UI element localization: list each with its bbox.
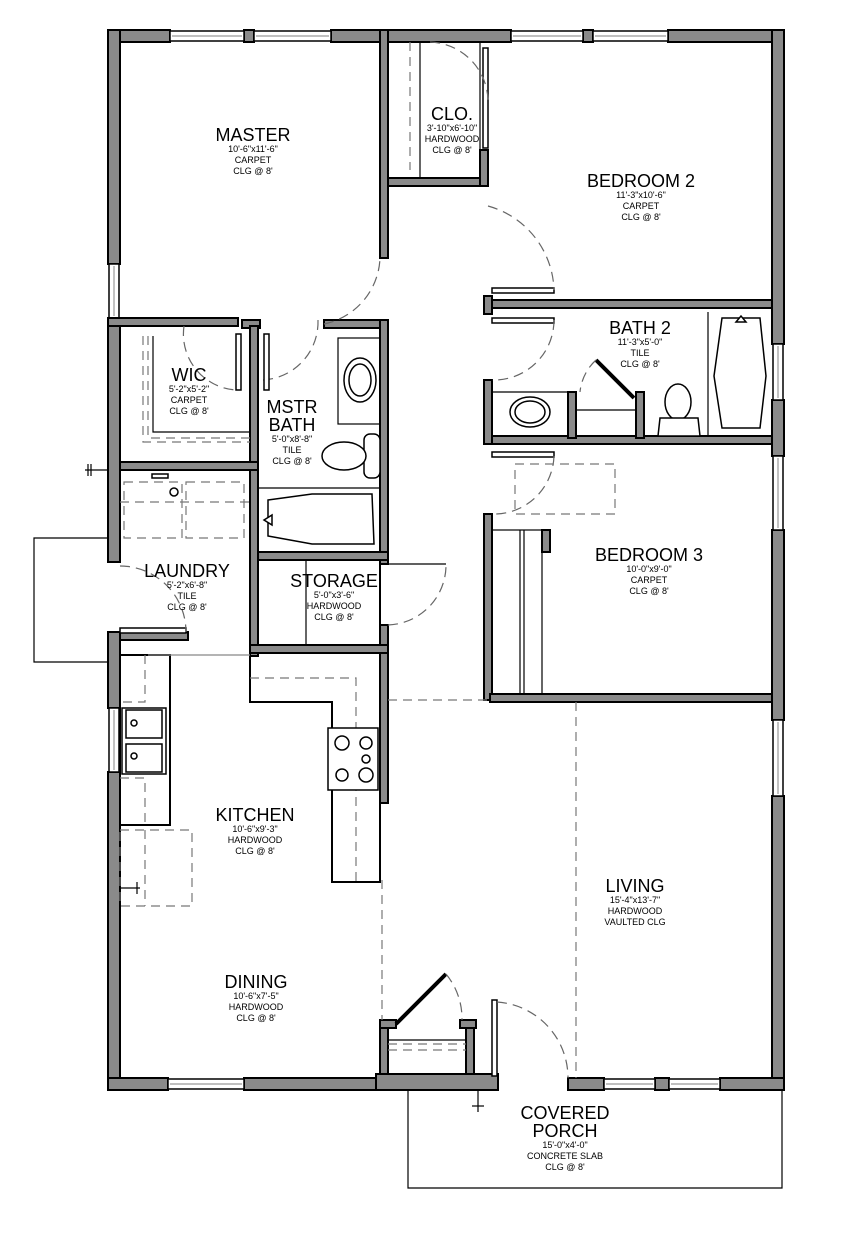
room-dimensions: 3'-10"x6'-10": [426, 123, 478, 133]
room-ceiling: CLG @ 8': [167, 602, 207, 612]
room-finish: HARDWOOD: [227, 835, 283, 845]
room-name: BEDROOM 2: [586, 171, 696, 191]
interior-walls: [107, 29, 773, 1091]
room-name-line1: MSTR: [266, 397, 318, 417]
room-finish: CARPET: [630, 575, 668, 585]
room-dimensions: 11'-3"x5'-0": [617, 337, 663, 347]
closet-interior: [409, 41, 481, 179]
room-ceiling: VAULTED CLG: [604, 917, 666, 927]
doors: [119, 41, 636, 1079]
room-name: MASTER: [215, 125, 291, 145]
room-label-living: LIVING 15'-4"x13'-7" HARDWOOD VAULTED CL…: [604, 877, 665, 928]
room-ceiling: CLG @ 8': [314, 612, 354, 622]
room-label-bedroom3: BEDROOM 3 10'-0"x9'-0" CARPET CLG @ 8': [595, 546, 703, 597]
room-ceiling: CLG @ 8': [432, 145, 472, 155]
kitchen-cabinets: [119, 652, 381, 907]
room-dimensions: 11'-3"x10'-6": [616, 190, 666, 200]
windows: [108, 30, 784, 1090]
room-label-master: MASTER 10'-6"x11'-6" CARPET CLG @ 8': [215, 126, 290, 177]
room-name-line2: PORCH: [532, 1121, 598, 1141]
room-name: BATH 2: [609, 318, 671, 338]
laundry-exterior-outline: [33, 537, 108, 663]
laundry-appliances: [85, 464, 250, 539]
room-ceiling: CLG @ 8': [233, 166, 273, 176]
room-label-laundry: LAUNDRY 5'-2"x6'-8" TILE CLG @ 8': [144, 562, 230, 613]
exterior-walls: [107, 29, 785, 1091]
room-dimensions: 5'-0"x8'-8": [271, 434, 313, 444]
room-finish: CARPET: [234, 155, 272, 165]
room-label-dining: DINING 10'-6"x7'-5" HARDWOOD CLG @ 8': [225, 973, 288, 1024]
room-ceiling: CLG @ 8': [621, 212, 661, 222]
room-name: LIVING: [605, 876, 665, 896]
room-finish: HARDWOOD: [306, 601, 362, 611]
storage-interior: [257, 559, 381, 646]
room-name: BEDROOM 3: [594, 545, 704, 565]
room-finish: CARPET: [622, 201, 660, 211]
covered-porch-outline: [407, 1090, 783, 1189]
room-finish: CONCRETE SLAB: [526, 1151, 604, 1161]
room-ceiling: CLG @ 8': [629, 586, 669, 596]
room-name: CLO.: [430, 104, 473, 124]
room-ceiling: CLG @ 8': [272, 456, 312, 466]
room-dimensions: 15'-4"x13'-7": [609, 895, 661, 905]
room-ceiling: CLG @ 8': [545, 1162, 585, 1172]
room-label-bath2: BATH 2 11'-3"x5'-0" TILE CLG @ 8': [609, 319, 671, 370]
room-dimensions: 10'-6"x7'-5": [233, 991, 279, 1001]
room-name-line2: BATH: [268, 415, 316, 435]
bath2-fixtures: [492, 312, 767, 437]
room-dimensions: 10'-0"x9'-0": [626, 564, 672, 574]
room-label-master-bath: MSTR BATH 5'-0"x8'-8" TILE CLG @ 8': [267, 398, 318, 467]
room-finish: CARPET: [170, 395, 208, 405]
room-finish: HARDWOOD: [424, 134, 480, 144]
room-name: WIC: [171, 365, 207, 385]
room-name-line1: COVERED: [520, 1103, 610, 1123]
room-finish: TILE: [177, 591, 197, 601]
room-label-bedroom2: BEDROOM 2 11'-3"x10'-6" CARPET CLG @ 8': [587, 172, 695, 223]
zone-lines: [381, 699, 577, 1078]
bedroom3-closet: [491, 463, 616, 695]
room-finish: TILE: [630, 348, 650, 358]
room-ceiling: CLG @ 8': [235, 846, 275, 856]
room-finish: TILE: [282, 445, 302, 455]
master-bath-fixtures: [258, 337, 381, 545]
room-name: DINING: [224, 972, 288, 992]
room-ceiling: CLG @ 8': [236, 1013, 276, 1023]
room-label-closet: CLO. 3'-10"x6'-10" HARDWOOD CLG @ 8': [425, 105, 480, 156]
room-name: LAUNDRY: [144, 561, 230, 581]
room-name: STORAGE: [290, 571, 378, 591]
room-dimensions: 15'-0"x4'-0": [542, 1140, 588, 1150]
room-finish: HARDWOOD: [228, 1002, 284, 1012]
room-label-kitchen: KITCHEN 10'-6"x9'-3" HARDWOOD CLG @ 8': [215, 806, 294, 857]
room-label-wic: WIC 5'-2"x5'-2" CARPET CLG @ 8': [169, 366, 209, 417]
room-label-storage: STORAGE 5'-0"x3'-6" HARDWOOD CLG @ 8': [290, 572, 378, 623]
room-dimensions: 10'-6"x9'-3": [232, 824, 278, 834]
room-ceiling: CLG @ 8': [169, 406, 209, 416]
room-dimensions: 10'-6"x11'-6": [228, 144, 278, 154]
room-name: KITCHEN: [215, 805, 295, 825]
wic-shelves: [142, 336, 250, 443]
room-dimensions: 5'-0"x3'-6": [313, 590, 355, 600]
room-finish: HARDWOOD: [607, 906, 663, 916]
room-label-covered-porch: COVERED PORCH 15'-0"x4'-0" CONCRETE SLAB…: [520, 1104, 609, 1173]
room-dimensions: 5'-2"x5'-2": [168, 384, 210, 394]
room-dimensions: 5'-2"x6'-8": [166, 580, 208, 590]
room-ceiling: CLG @ 8': [620, 359, 660, 369]
